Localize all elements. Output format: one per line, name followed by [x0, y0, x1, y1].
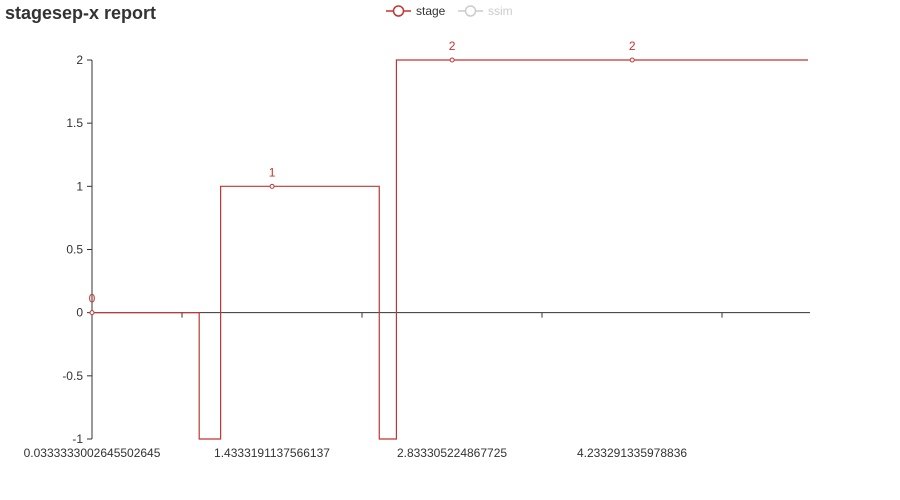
- data-label: 2: [629, 39, 636, 53]
- y-tick-label: -0.5: [62, 369, 83, 383]
- data-point[interactable]: [449, 57, 455, 63]
- series-line-stage: [91, 59, 808, 440]
- x-tick-label: 2.833305224867725: [397, 446, 507, 460]
- legend-circle-icon: [392, 5, 405, 17]
- data-point[interactable]: [269, 183, 275, 189]
- data-point[interactable]: [629, 57, 635, 63]
- y-tick-label: 1.5: [66, 116, 83, 130]
- y-tick-label: 0.5: [66, 243, 83, 257]
- legend: stage ssim: [386, 4, 513, 18]
- legend-label: ssim: [488, 4, 513, 18]
- y-tick-label: 2: [76, 53, 83, 67]
- y-axis: 2 1.5 1 0.5 0 -0.5 -1: [62, 53, 93, 446]
- data-labels: 0 1 2 2: [89, 39, 636, 316]
- x-tick-label: 4.233291335978836: [577, 446, 687, 460]
- page-title: stagesep-x report: [5, 3, 157, 23]
- legend-item-ssim[interactable]: ssim: [458, 4, 513, 18]
- data-label: 1: [269, 165, 276, 179]
- y-tick-label: -1: [72, 432, 83, 446]
- legend-label: stage: [416, 4, 446, 18]
- y-tick-label: 1: [76, 179, 83, 193]
- legend-item-stage[interactable]: stage: [386, 4, 446, 18]
- x-axis: 0.0333333002645502645 1.4333191137566137 2…: [24, 312, 810, 460]
- x-tick-label: 1.4333191137566137: [214, 446, 330, 460]
- data-point[interactable]: [89, 310, 95, 316]
- legend-circle-icon: [464, 5, 477, 17]
- series-layer: [91, 59, 808, 440]
- y-tick-label: 0: [76, 306, 83, 320]
- data-label: 2: [449, 39, 456, 53]
- x-tick-label: 0.0333333002645502645: [24, 446, 161, 460]
- data-label: 0: [89, 292, 96, 306]
